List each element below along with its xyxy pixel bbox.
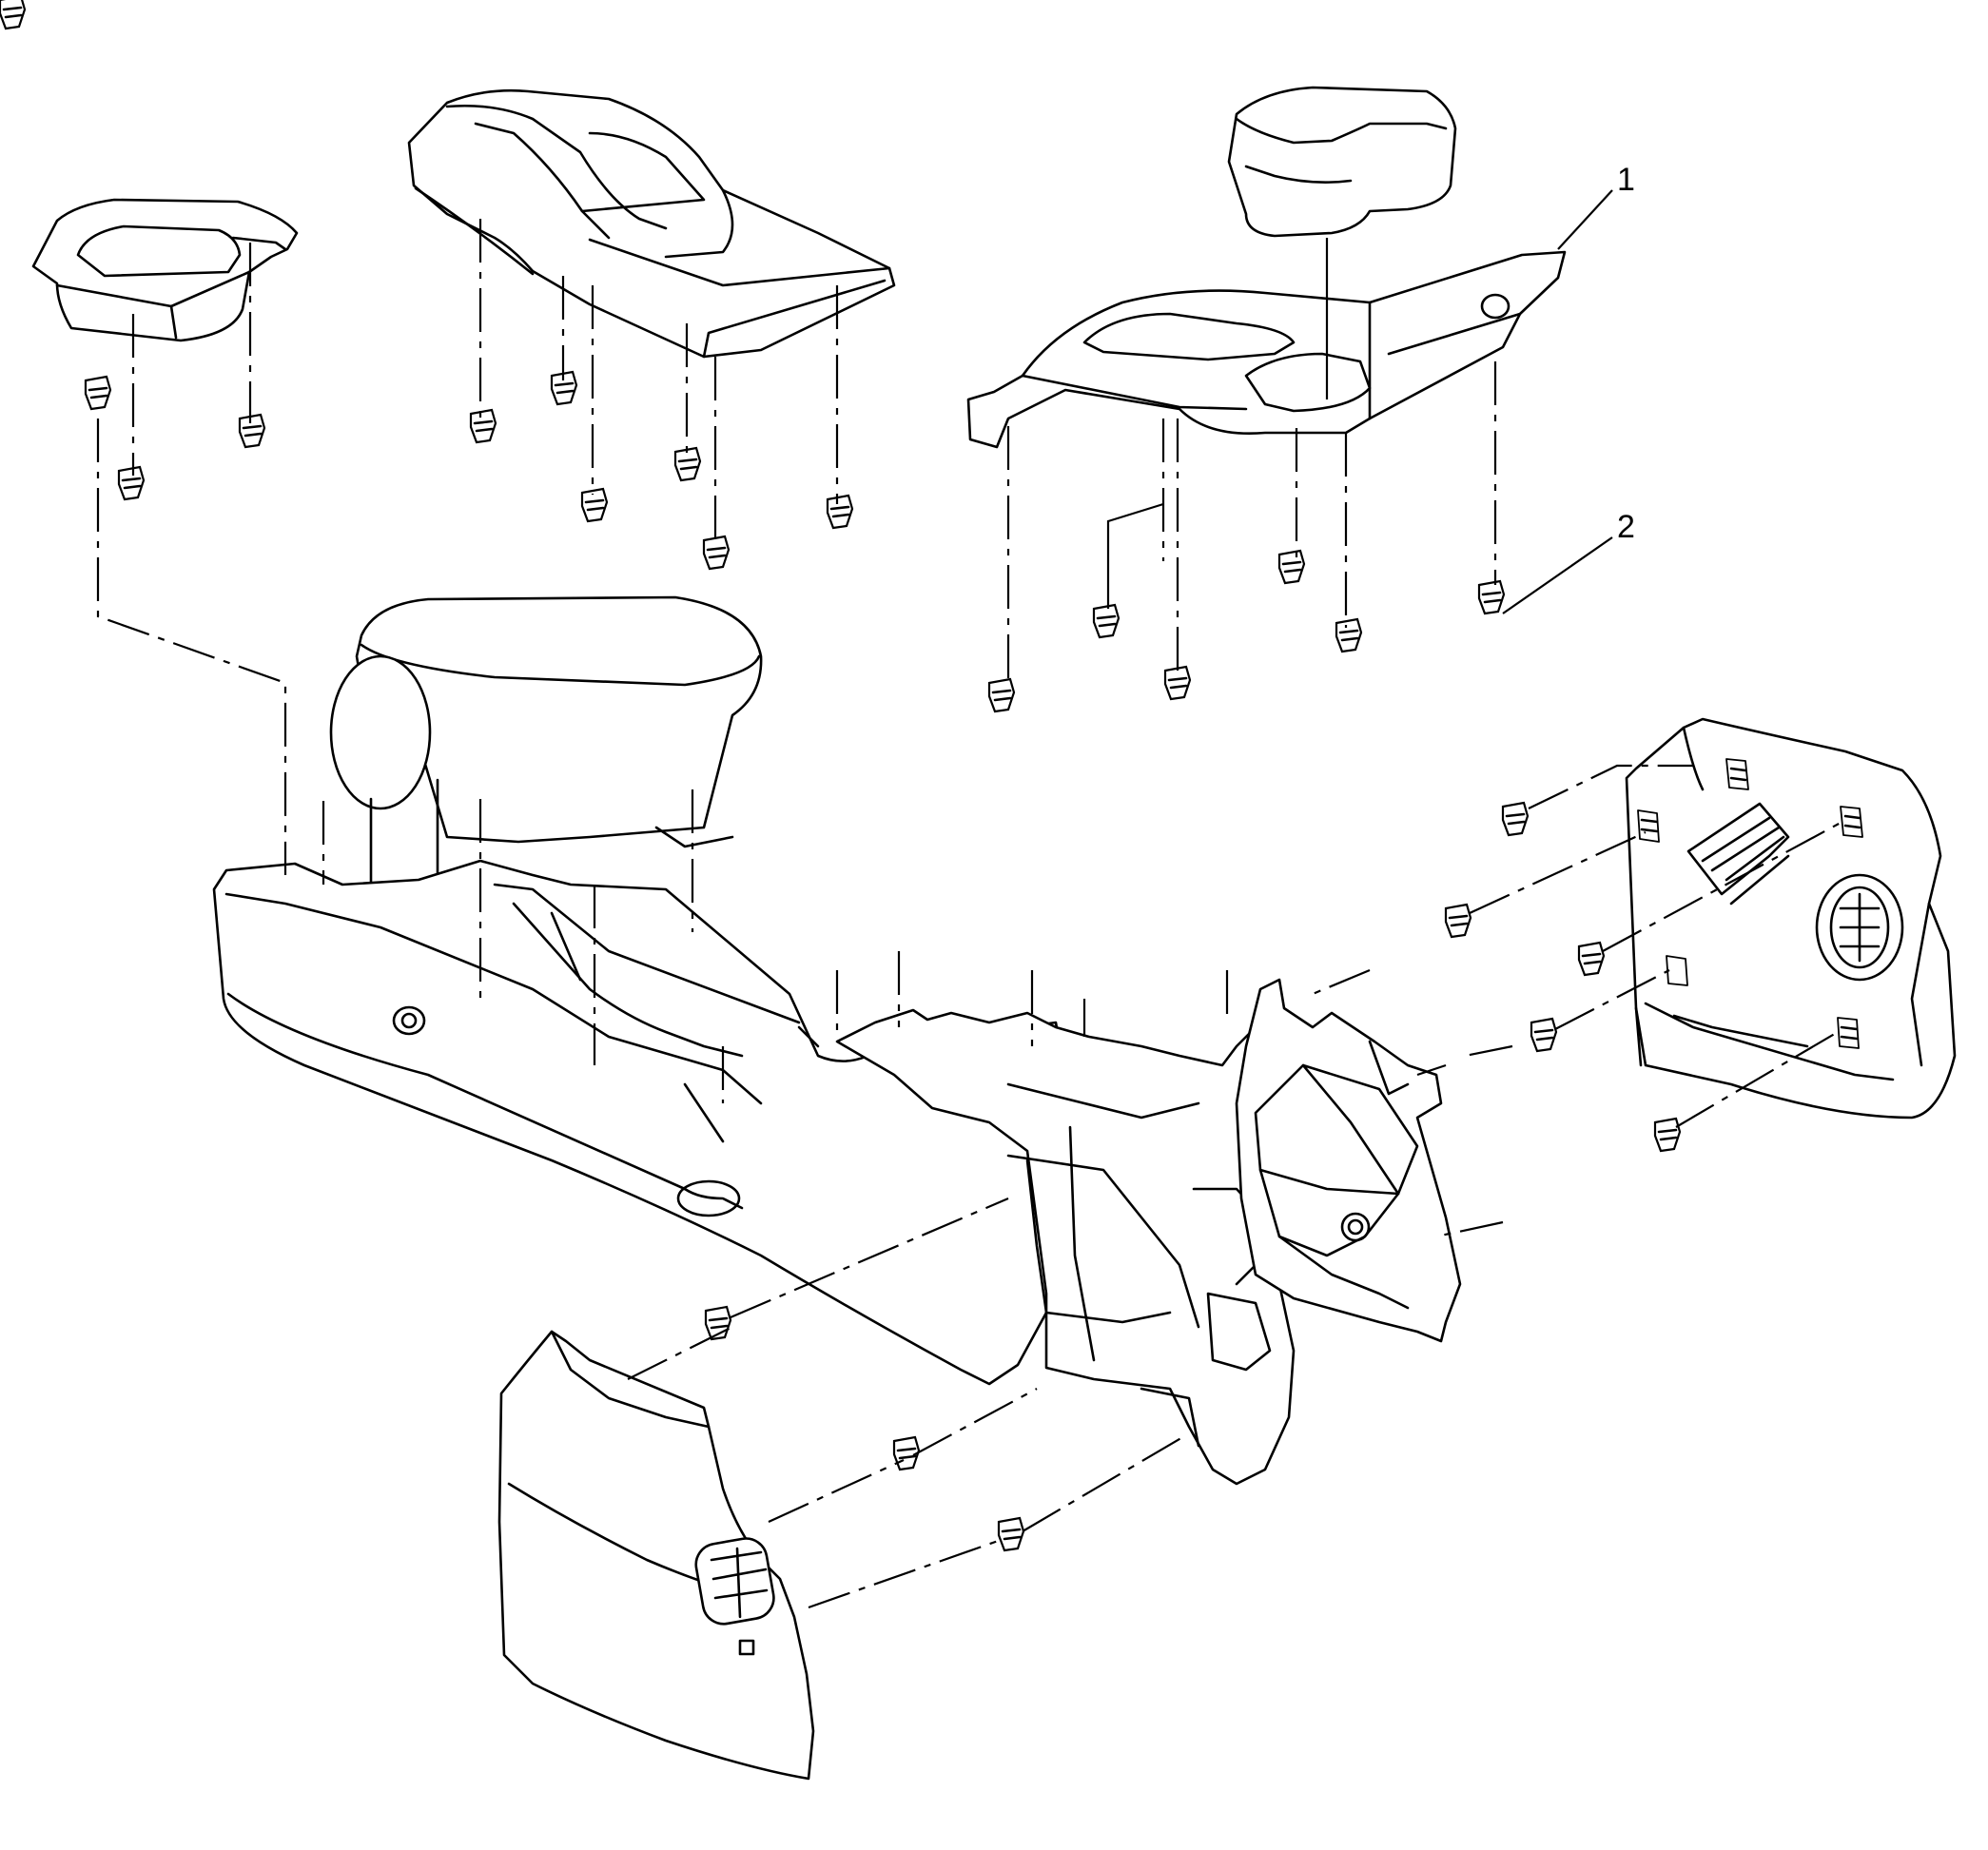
clip [1277, 549, 1306, 585]
callout-1-label: 1 [1617, 162, 1635, 198]
clip [673, 446, 702, 482]
shifter-trim-plate [407, 88, 896, 359]
clip [1092, 603, 1121, 639]
clip [997, 1516, 1025, 1552]
front-cupholder-insert [1227, 86, 1457, 238]
callout-2-label: 2 [1617, 509, 1635, 545]
clip [1163, 665, 1192, 701]
clip [117, 465, 146, 501]
clip [826, 494, 854, 530]
clip [1501, 801, 1530, 837]
clip [702, 535, 731, 571]
clip [84, 375, 112, 411]
console-upper-trim-panel [966, 250, 1567, 449]
callout-1: 1 [1557, 162, 1635, 250]
console-right-rear-panel [1625, 717, 1957, 1120]
clip [1653, 1117, 1682, 1153]
callout-2: 2 [1502, 509, 1635, 614]
console-left-front-panel [497, 1330, 815, 1781]
clip [1444, 903, 1472, 939]
console-base [212, 859, 1082, 1386]
rear-cupholder-insert [31, 198, 299, 342]
console-rear-bracket [1235, 978, 1462, 1343]
clip [1477, 579, 1506, 615]
clip [1530, 1017, 1558, 1053]
clip [1577, 941, 1606, 977]
clip [580, 487, 609, 523]
clip [238, 413, 266, 449]
clip [1335, 617, 1363, 653]
console-armrest [329, 595, 763, 906]
retainer-clips [0, 0, 27, 30]
clip [469, 408, 497, 444]
panel-retainer-tabs [1637, 758, 1863, 1049]
assembly-lines [96, 219, 1842, 1609]
clip [987, 677, 1016, 713]
